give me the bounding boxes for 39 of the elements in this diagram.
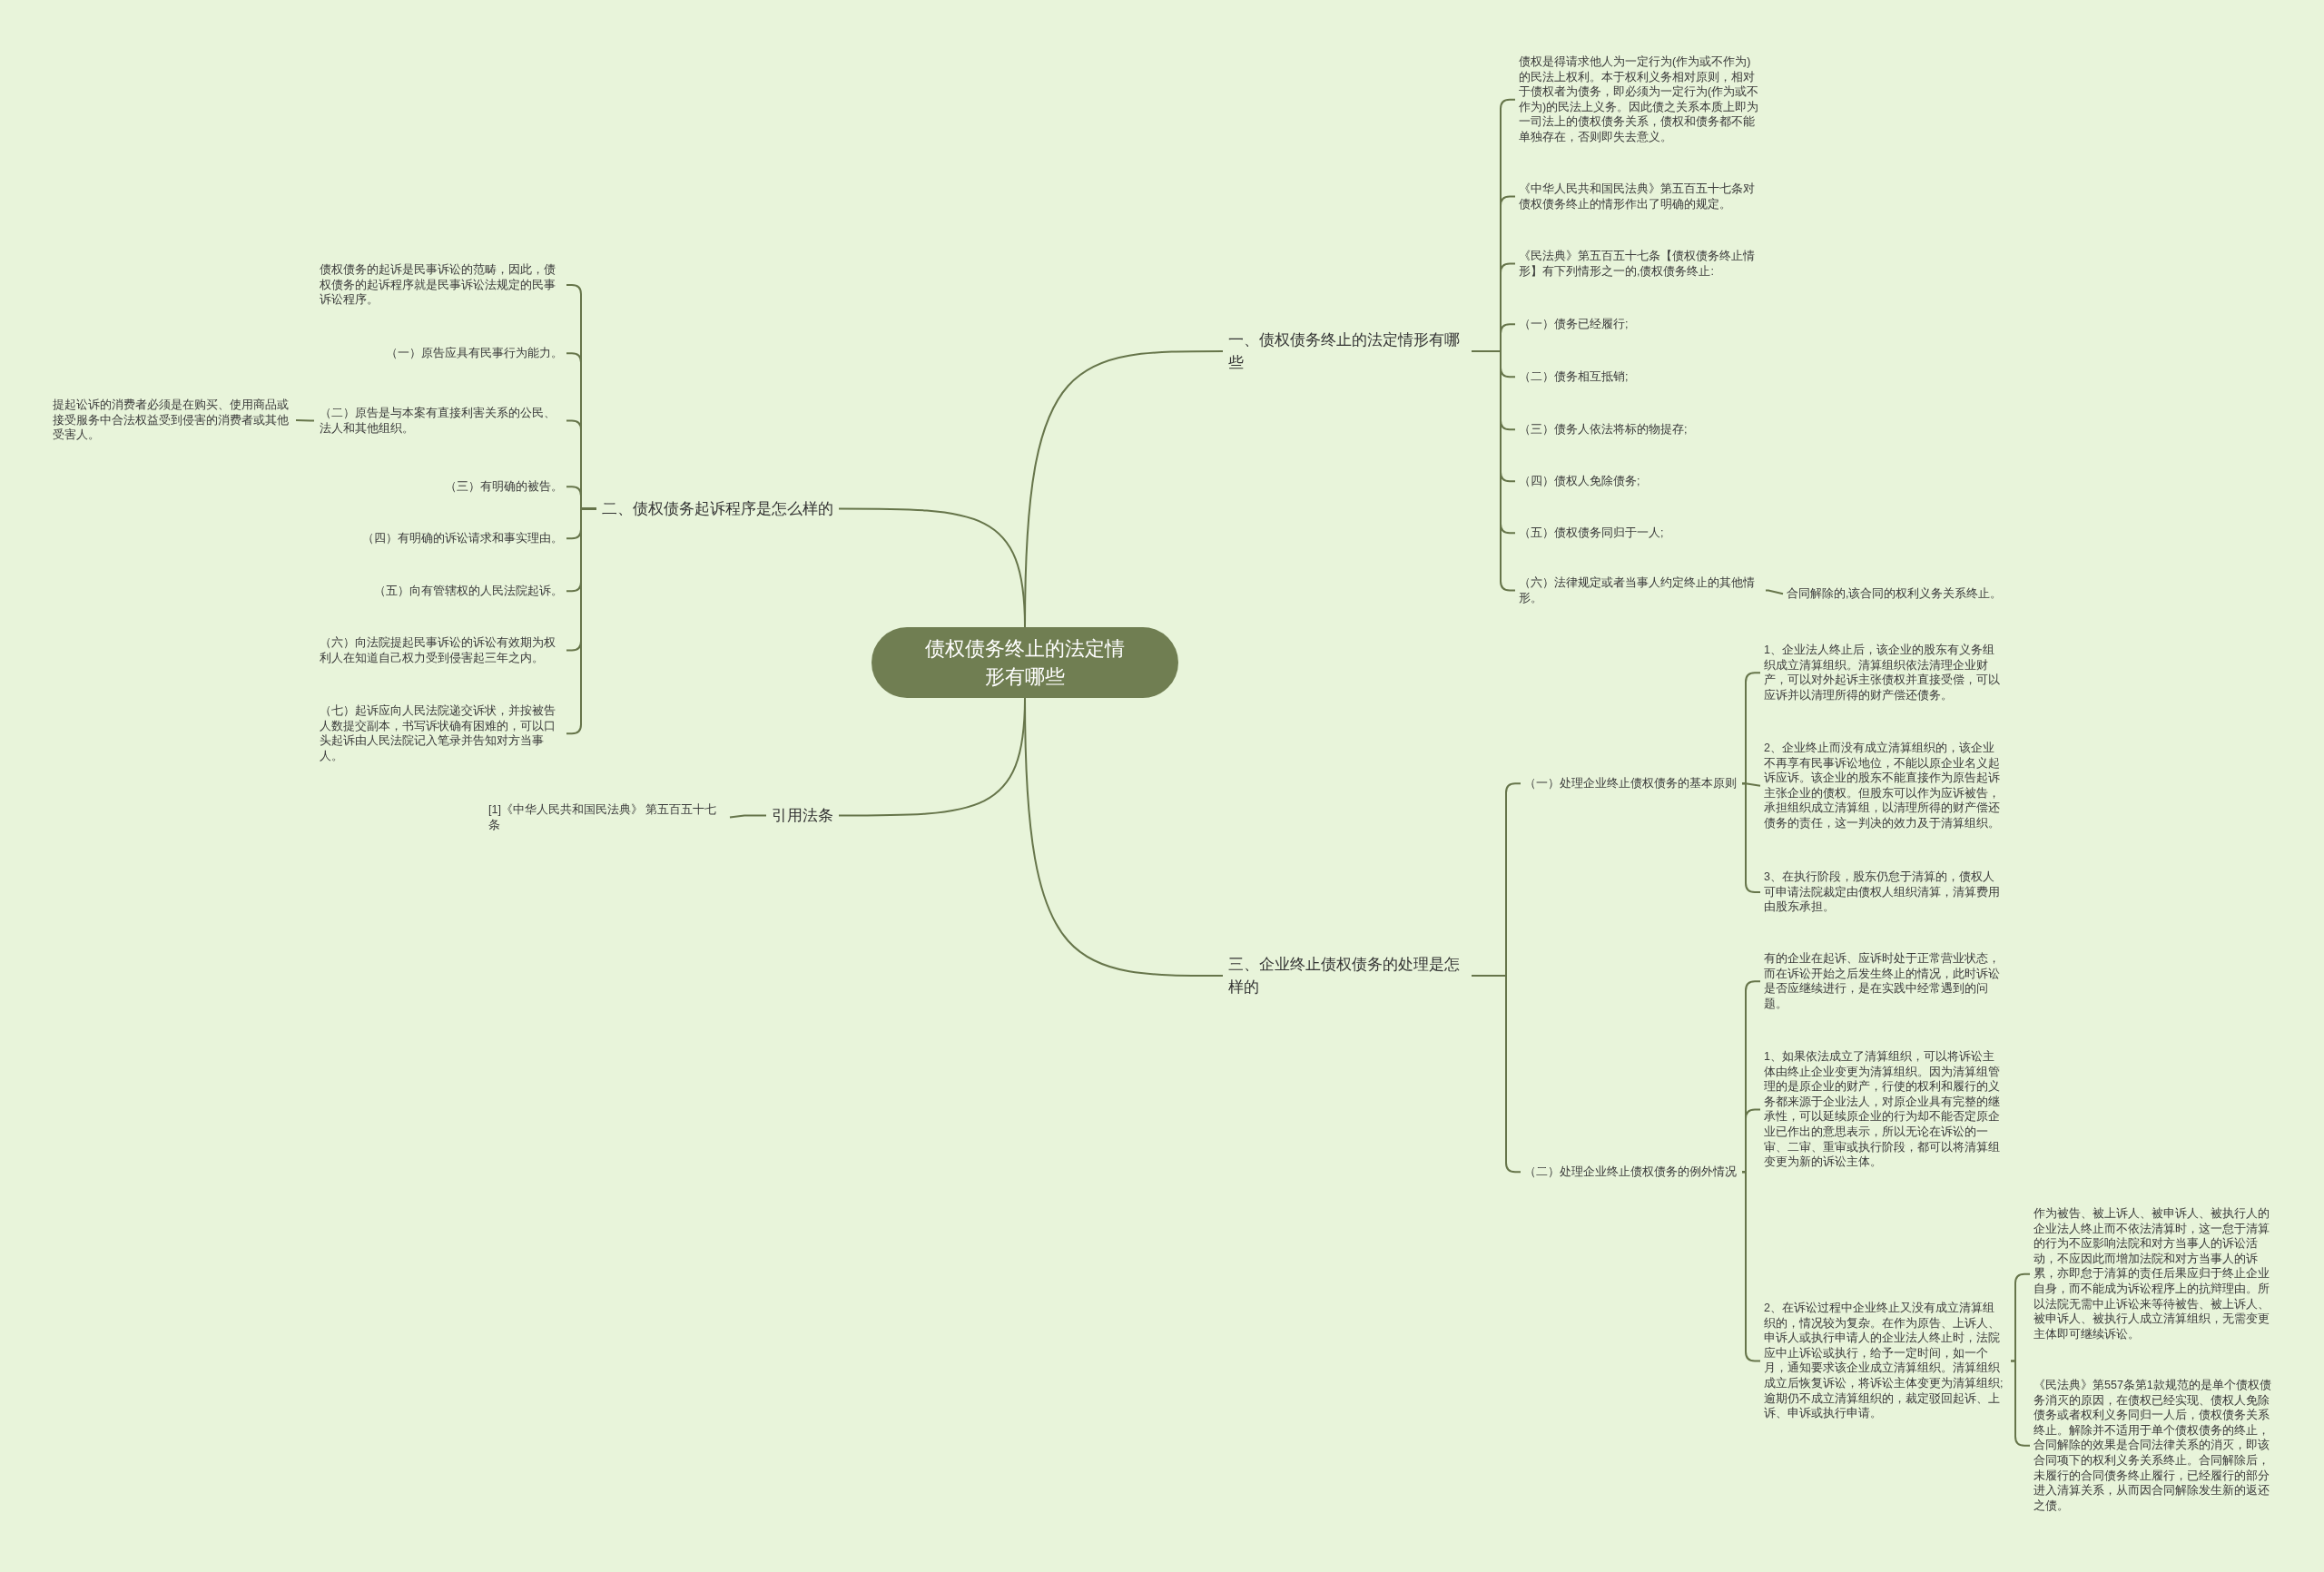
topic-text: （一）原告应具有民事行为能力。 xyxy=(386,346,563,361)
topic-text: （五）债权债务同归于一人; xyxy=(1519,526,1664,541)
branch-topic: 引用法条 xyxy=(772,804,833,827)
topic-text: （三）有明确的被告。 xyxy=(445,479,563,495)
topic-text: 提起讼诉的消费者必须是在购买、使用商品或接受服务中合法权益受到侵害的消费者或其他受害人。 xyxy=(53,398,292,443)
topic-text: [1]《中华人民共和国民法典》 第五百五十七条 xyxy=(488,802,726,833)
topic-text: 合同解除的,该合同的权利义务关系终止。 xyxy=(1787,586,2003,602)
central-topic: 债权债务终止的法定情形有哪些 xyxy=(872,627,1178,698)
topic-text: 作为被告、被上诉人、被申诉人、被执行人的企业法人终止而不依法清算时，这一怠于清算的行为不应影响法院和对方当事人的诉讼活动，不应因此而增加法院和对方当事人的诉累，亦即怠于清算的责任后果应归于终止企业自身，而不能成为诉讼程序上的抗辩理由。所以法院无需中止诉讼来等待被告、被上诉人、被申诉人、被执行人成立清算组织，无需变更主体即可继续诉讼。 xyxy=(2034,1206,2275,1342)
topic-text: 1、如果依法成立了清算组织，可以将诉讼主体由终止企业变更为清算组织。因为清算组管理的是原企业的财产，行使的权利和履行的义务都来源于企业法人，对原企业具有完整的继承性，可以延续原企业的行为却不能否定原企业已作出的意思表示，所以无论在诉讼的一审、二审、重审或执行阶段，都可以将清算组变更为新的诉讼主体。 xyxy=(1764,1049,2005,1170)
topic-text: 《民法典》第557条第1款规范的是单个债权债务消灭的原因，在债权已经实现、债权人免除债务或者权利义务同归一人后，债权债务关系终止。解除并不适用于单个债权债务的终止，合同解除的效果是合同法律关系的消灭，即该合同项下的权利义务关系终止。合同解除后，未履行的合同债务终止履行，已经履行的部分进入清算关系，从而因合同解除发生新的返还之债。 xyxy=(2034,1378,2275,1514)
branch-topic: 二、债权债务起诉程序是怎么样的 xyxy=(602,497,833,520)
topic-text: （一）债务已经履行; xyxy=(1519,317,1629,332)
connector-line xyxy=(729,814,767,819)
topic-text: 2、在诉讼过程中企业终止又没有成立清算组织的，情况较为复杂。在作为原告、上诉人、申诉人或执行申请人的企业法人终止时，法院应中止诉讼或执行，给予一定时间，如一个月，通知要求该企业成立清算组织。清算组织成立后恢复诉讼，将诉讼主体变更为清算组织;逾期仍不成立清算组织的，裁定驳回起诉、上诉、申诉或执行申请。 xyxy=(1764,1301,2005,1421)
topic-text: 1、企业法人终止后，该企业的股东有义务组织成立清算组织。清算组织依法清理企业财产，可以对外起诉主张债权并直接受偿，可以应诉并以清理所得的财产偿还债务。 xyxy=(1764,643,2005,703)
topic-text: （三）债务人依法将标的物提存; xyxy=(1519,422,1688,437)
topic-text: （二）处理企业终止债权债务的例外情况 xyxy=(1524,1164,1737,1180)
topic-text: （六）法律规定或者当事人约定终止的其他情形。 xyxy=(1519,575,1760,606)
topic-text: 《中华人民共和国民法典》第五百五十七条对债权债务终止的情形作出了明确的规定。 xyxy=(1519,182,1760,212)
topic-text: （一）处理企业终止债权债务的基本原则 xyxy=(1524,776,1737,791)
topic-text: （四）有明确的诉讼请求和事实理由。 xyxy=(362,531,563,546)
topic-text: 债权是得请求他人为一定行为(作为或不作为)的民法上权利。本于权利义务相对原则，相对于债权者为债务，即必须为一定行为(作为或不作为)的民法上义务。因此债之关系本质上即为一司法上的债权债务关系，债权和债务都不能单独存在，否则即失去意义。 xyxy=(1519,54,1760,145)
topic-text: （五）向有管辖权的人民法院起诉。 xyxy=(374,584,563,599)
connector-line xyxy=(838,507,1026,628)
topic-text: （四）债权人免除债务; xyxy=(1519,474,1640,489)
topic-text: （六）向法院提起民事诉讼的诉讼有效期为权利人在知道自己权力受到侵害起三年之内。 xyxy=(320,635,563,666)
topic-text: （二）原告是与本案有直接利害关系的公民、法人和其他组织。 xyxy=(320,406,563,437)
topic-text: 3、在执行阶段，股东仍怠于清算的，债权人可申请法院裁定由债权人组织清算，清算费用由股东承担。 xyxy=(1764,870,2005,915)
topic-text: 2、企业终止而没有成立清算组织的，该企业不再享有民事诉讼地位，不能以原企业名义起诉应诉。该企业的股东不能直接作为原告起诉主张企业的债权。但股东可以作为应诉被告，承担组织成立清算组，以清理所得的财产偿还债务的责任，这一判决的效力及于清算组织。 xyxy=(1764,741,2005,831)
topic-text: 债权债务的起诉是民事诉讼的范畴，因此，债权债务的起诉程序就是民事诉讼法规定的民事诉讼程序。 xyxy=(320,262,563,308)
topic-text: （二）债务相互抵销; xyxy=(1519,369,1629,385)
topic-text: 《民法典》第五百五十七条【债权债务终止情形】有下列情形之一的,债权债务终止: xyxy=(1519,249,1760,280)
connector-line xyxy=(295,418,315,422)
connector-line xyxy=(1765,589,1784,595)
branch-topic: 一、债权债务终止的法定情形有哪些 xyxy=(1228,329,1466,374)
topic-text: 有的企业在起诉、应诉时处于正常营业状态，而在诉讼开始之后发生终止的情况，此时诉讼是否应继续进行，是在实践中经常遇到的问题。 xyxy=(1764,951,2005,1012)
branch-topic: 三、企业终止债权债务的处理是怎样的 xyxy=(1228,953,1466,998)
topic-text: （七）起诉应向人民法院递交诉状，并按被告人数提交副本，书写诉状确有困难的，可以口头起诉由人民法院记入笔录并告知对方当事人。 xyxy=(320,703,563,764)
